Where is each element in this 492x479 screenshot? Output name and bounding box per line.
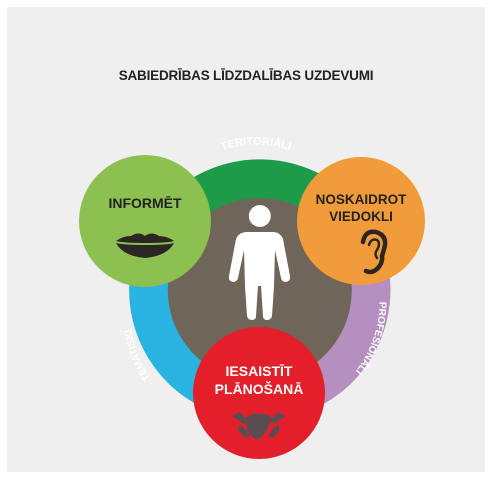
bubble-iesaistit-circle bbox=[193, 327, 325, 459]
bubble-iesaistit-label-line2: PLĀNOŠANĀ bbox=[215, 380, 304, 397]
bubble-informet-label: INFORMĒT bbox=[108, 195, 182, 211]
bubble-noskaidrot-label-line1: NOSKAIDROT bbox=[316, 192, 408, 207]
bubble-informet: INFORMĒT bbox=[79, 155, 211, 287]
diagram-title: SABIEDRĪBAS LĪDZDALĪBAS UZDEVUMI bbox=[118, 68, 374, 83]
lips-icon bbox=[116, 233, 174, 258]
handshake-icon bbox=[232, 412, 286, 440]
person-icon bbox=[228, 205, 291, 320]
bubble-noskaidrot-viedokli: NOSKAIDROT VIEDOKLI bbox=[297, 157, 425, 285]
ring-label-teritoriali: TERITORIĀLI bbox=[219, 136, 292, 154]
bubble-noskaidrot-label-line2: VIEDOKLI bbox=[329, 209, 393, 224]
bubble-iesaistit-label-line1: IESAISTĪT bbox=[226, 363, 293, 379]
ear-icon bbox=[360, 229, 388, 275]
bubble-iesaistit-planosana: IESAISTĪT PLĀNOŠANĀ bbox=[193, 327, 325, 459]
bubble-informet-circle bbox=[79, 155, 211, 287]
bubble-noskaidrot-circle bbox=[297, 157, 425, 285]
